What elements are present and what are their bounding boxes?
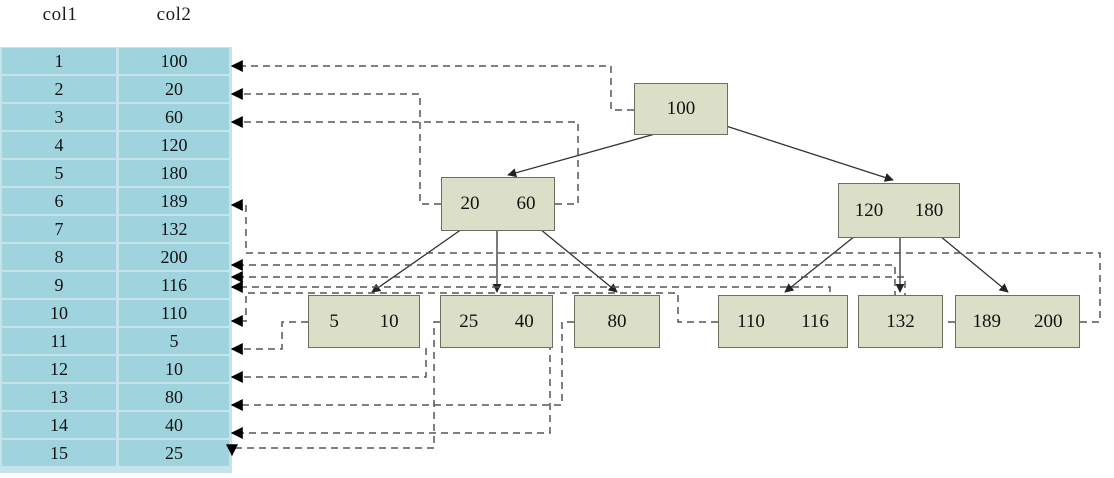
btree-node-internal-right[interactable]: 120 180	[838, 183, 960, 238]
edge-n120-to-leaf6	[939, 235, 1009, 293]
cell-col1: 9	[2, 272, 116, 298]
tree-solid-edges	[371, 125, 1009, 293]
btree-leaf-110-116[interactable]: 110 116	[718, 295, 848, 348]
btree-leaf-25-40[interactable]: 25 40	[440, 295, 553, 348]
node-key: 20	[460, 193, 480, 214]
node-key: 80	[607, 310, 627, 332]
node-key: 40	[514, 310, 534, 332]
cell-col2: 100	[119, 48, 229, 74]
column-header-col1: col1	[42, 4, 78, 25]
cell-col2: 10	[119, 356, 229, 382]
cell-col2: 25	[119, 440, 229, 466]
cell-col1: 4	[2, 132, 116, 158]
node-key: 116	[801, 310, 829, 332]
cell-col1: 7	[2, 216, 116, 242]
edge-n20-to-leaf1	[371, 228, 463, 293]
pointer-to-row-3	[230, 116, 579, 205]
node-key: 120	[854, 199, 884, 221]
btree-node-root[interactable]: 100	[634, 83, 728, 135]
cell-col1: 8	[2, 244, 116, 270]
edge-root-to-left	[507, 133, 656, 178]
cell-col1: 13	[2, 384, 116, 410]
cell-col2: 60	[119, 104, 229, 130]
cell-col2: 20	[119, 76, 229, 102]
pointer-to-row-12	[230, 348, 427, 383]
cell-col2: 116	[119, 272, 229, 298]
btree-leaf-80[interactable]: 80	[574, 295, 660, 348]
pointer-to-row-1	[230, 60, 634, 111]
pointer-to-row-9	[230, 281, 848, 323]
edge-root-to-right	[725, 125, 894, 182]
node-key: 180	[914, 199, 944, 221]
cell-col2: 200	[119, 244, 229, 270]
cell-col1: 12	[2, 356, 116, 382]
cell-col1: 1	[2, 48, 116, 74]
cell-col2: 5	[119, 328, 229, 354]
btree-leaf-132[interactable]: 132	[858, 295, 943, 348]
cell-col2: 189	[119, 188, 229, 214]
cell-col2: 180	[119, 160, 229, 186]
edge-n120-to-leaf4	[784, 235, 856, 293]
edge-n20-to-leaf3	[539, 228, 618, 293]
cell-col1: 15	[2, 440, 116, 466]
node-key: 25	[459, 310, 479, 332]
pointer-to-row-11	[230, 321, 308, 355]
cell-col2: 40	[119, 412, 229, 438]
btree-leaf-189-200[interactable]: 189 200	[955, 295, 1080, 348]
cell-col1: 6	[2, 188, 116, 214]
pointer-to-row-2	[230, 88, 441, 205]
pointer-to-row-6	[230, 199, 1101, 323]
node-key: 60	[516, 193, 536, 214]
node-key: 5	[329, 310, 339, 332]
cell-col2: 80	[119, 384, 229, 410]
node-key: 10	[379, 310, 399, 332]
column-header-col2: col2	[156, 4, 192, 25]
pointer-to-row-13	[230, 321, 574, 411]
cell-col1: 11	[2, 328, 116, 354]
cell-col1: 14	[2, 412, 116, 438]
node-key: 110	[737, 310, 765, 332]
node-key: 132	[886, 310, 915, 332]
pointer-to-row-10	[230, 292, 718, 327]
cell-col1: 10	[2, 300, 116, 326]
node-key: 200	[1034, 310, 1063, 332]
cell-col1: 2	[2, 76, 116, 102]
cell-col2: 120	[119, 132, 229, 158]
cell-col1: 3	[2, 104, 116, 130]
cell-col1: 5	[2, 160, 116, 186]
btree-leaf-5-10[interactable]: 5 10	[308, 295, 420, 348]
pointer-to-row-15	[226, 321, 440, 457]
btree-node-internal-left[interactable]: 20 60	[441, 177, 555, 231]
node-key: 100	[666, 98, 696, 119]
node-key: 189	[972, 310, 1002, 332]
cell-col2: 110	[119, 300, 229, 326]
cell-col2: 132	[119, 216, 229, 242]
